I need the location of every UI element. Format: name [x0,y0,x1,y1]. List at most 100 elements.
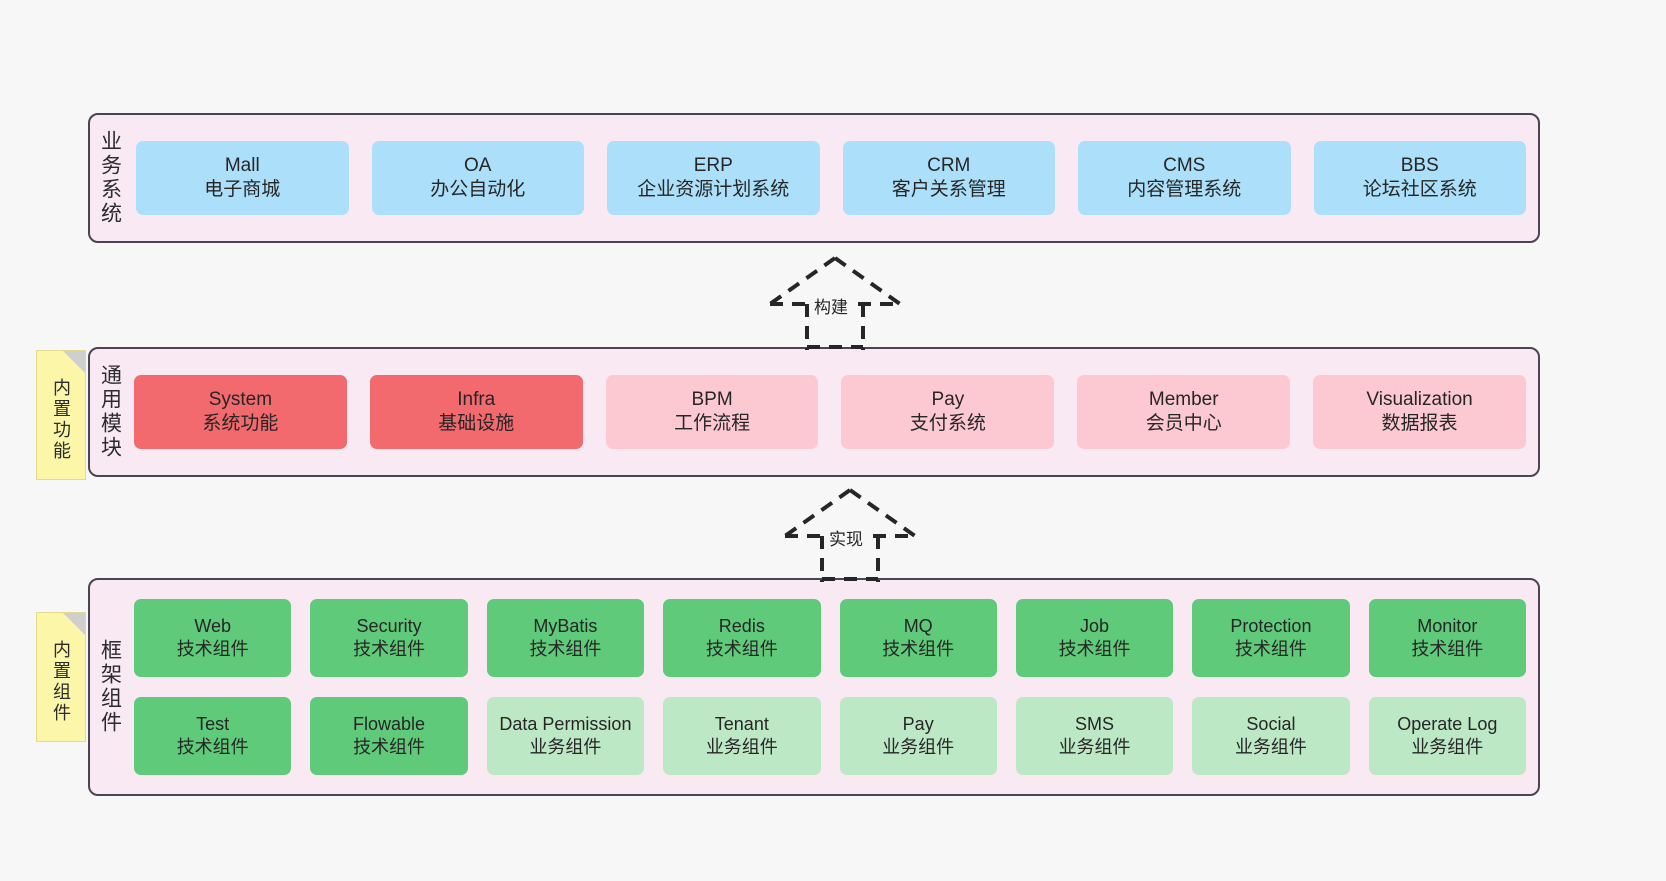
node-protection[interactable]: Protection 技术组件 [1192,599,1350,677]
node-label-en: Pay [931,388,965,410]
node-label-cn: 基础设施 [438,413,515,434]
node-sms[interactable]: SMS 业务组件 [1015,697,1174,775]
node-label-en: Member [1148,388,1219,410]
layer-business-system: 业务系统 Mall 电子商城 OA 办公自动化 ERP 企业资源计划系统 CRM… [88,113,1540,243]
node-label-en: BPM [691,388,733,410]
connector-implement: 实现 [765,487,935,582]
layer-title-common-modules: 通用模块 [98,364,122,460]
node-label-en: Protection [1230,615,1312,636]
sticky-note-label: 内置功能 [51,378,71,462]
node-cms[interactable]: CMS 内容管理系统 [1078,141,1291,215]
node-label-cn: 业务组件 [1411,737,1484,757]
node-visualization[interactable]: Visualization 数据报表 [1313,375,1526,449]
sticky-note-builtin-component: 内置组件 [36,612,86,742]
node-label-cn: 会员中心 [1145,413,1222,434]
node-security[interactable]: Security 技术组件 [310,599,468,677]
layer-common-modules: 通用模块 System 系统功能 Infra 基础设施 BPM 工作流程 Pay… [88,347,1540,477]
node-label-cn: 技术组件 [1234,639,1307,659]
node-label-en: ERP [693,154,733,176]
node-oa[interactable]: OA 办公自动化 [371,141,584,215]
node-label-cn: 工作流程 [674,413,751,434]
layer-title-framework-components: 框架组件 [98,639,122,735]
node-label-en: Monitor [1417,615,1478,636]
node-label-en: System [208,388,273,410]
node-label-en: CRM [927,154,971,176]
layer-body-framework-components: Web 技术组件 Security 技术组件 MyBatis 技术组件 Redi… [130,580,1538,794]
node-label-en: Data Permission [499,713,632,734]
layer-body-common-modules: System 系统功能 Infra 基础设施 BPM 工作流程 Pay 支付系统… [130,349,1538,475]
node-label-en: MyBatis [533,615,598,636]
node-label-en: Tenant [714,713,769,734]
business-node-row: Mall 电子商城 OA 办公自动化 ERP 企业资源计划系统 CRM 客户关系… [136,141,1526,215]
node-pay-component[interactable]: Pay 业务组件 [839,697,997,775]
node-erp[interactable]: ERP 企业资源计划系统 [607,141,820,215]
node-label-cn: 技术组件 [176,639,249,659]
node-monitor[interactable]: Monitor 技术组件 [1368,599,1526,677]
node-label-en: Mall [224,154,260,176]
node-label-cn: 技术组件 [882,639,955,659]
node-label-cn: 系统功能 [202,413,279,434]
dashed-hollow-arrow-icon [768,256,902,350]
node-member[interactable]: Member 会员中心 [1077,375,1291,449]
connector-label-build: 构建 [812,293,850,318]
node-label-cn: 业务组件 [1058,737,1131,757]
node-label-cn: 办公自动化 [430,179,526,200]
node-mall[interactable]: Mall 电子商城 [136,141,349,215]
framework-business-row: Test 技术组件 Flowable 技术组件 Data Permission … [134,697,1526,775]
node-system[interactable]: System 系统功能 [134,375,347,449]
node-bbs[interactable]: BBS 论坛社区系统 [1313,141,1526,215]
node-label-en: Security [356,615,422,636]
node-crm[interactable]: CRM 客户关系管理 [842,141,1055,215]
node-test[interactable]: Test 技术组件 [134,697,292,775]
sticky-note-builtin-function: 内置功能 [36,350,86,480]
node-label-cn: 业务组件 [705,737,778,757]
node-label-cn: 业务组件 [529,737,602,757]
node-label-en: BBS [1400,154,1439,176]
node-social[interactable]: Social 业务组件 [1192,697,1350,775]
node-flowable[interactable]: Flowable 技术组件 [310,697,468,775]
modules-node-row: System 系统功能 Infra 基础设施 BPM 工作流程 Pay 支付系统… [134,375,1526,449]
node-job[interactable]: Job 技术组件 [1015,599,1174,677]
node-label-cn: 技术组件 [1058,639,1131,659]
node-label-cn: 客户关系管理 [891,179,1006,200]
layer-framework-components: 框架组件 Web 技术组件 Security 技术组件 MyBatis 技术组件… [88,578,1540,796]
node-label-en: OA [464,154,492,176]
node-label-cn: 技术组件 [529,639,602,659]
node-mybatis[interactable]: MyBatis 技术组件 [486,599,645,677]
node-label-cn: 技术组件 [353,737,426,757]
node-label-cn: 支付系统 [909,413,986,434]
sticky-note-label: 内置组件 [51,640,71,724]
node-web[interactable]: Web 技术组件 [134,599,292,677]
node-label-en: Visualization [1366,388,1473,410]
sticky-fold-corner-icon [63,351,85,373]
node-label-en: Job [1080,615,1110,636]
node-label-en: Redis [718,615,765,636]
node-label-cn: 电子商城 [204,179,281,200]
dashed-hollow-arrow-icon [783,488,917,582]
node-label-en: Operate Log [1397,713,1498,734]
node-redis[interactable]: Redis 技术组件 [663,599,821,677]
node-label-en: Flowable [353,713,426,734]
node-label-cn: 企业资源计划系统 [637,179,790,200]
node-label-cn: 论坛社区系统 [1362,179,1477,200]
connector-label-implement: 实现 [827,525,865,550]
node-label-en: SMS [1075,713,1115,734]
node-label-en: Social [1246,713,1296,734]
node-label-en: Test [196,713,230,734]
node-label-en: MQ [903,615,933,636]
node-label-en: Web [194,615,232,636]
node-tenant[interactable]: Tenant 业务组件 [663,697,821,775]
node-infra[interactable]: Infra 基础设施 [369,375,583,449]
node-operate-log[interactable]: Operate Log 业务组件 [1368,697,1526,775]
sticky-fold-corner-icon [63,613,85,635]
node-label-en: Pay [902,713,934,734]
node-label-cn: 技术组件 [176,737,249,757]
node-label-cn: 数据报表 [1381,413,1458,434]
node-label-cn: 技术组件 [353,639,426,659]
node-data-permission[interactable]: Data Permission 业务组件 [486,697,645,775]
layer-body-business-system: Mall 电子商城 OA 办公自动化 ERP 企业资源计划系统 CRM 客户关系… [130,115,1538,241]
node-bpm[interactable]: BPM 工作流程 [605,375,819,449]
node-mq[interactable]: MQ 技术组件 [839,599,997,677]
node-pay-module[interactable]: Pay 支付系统 [841,375,1055,449]
